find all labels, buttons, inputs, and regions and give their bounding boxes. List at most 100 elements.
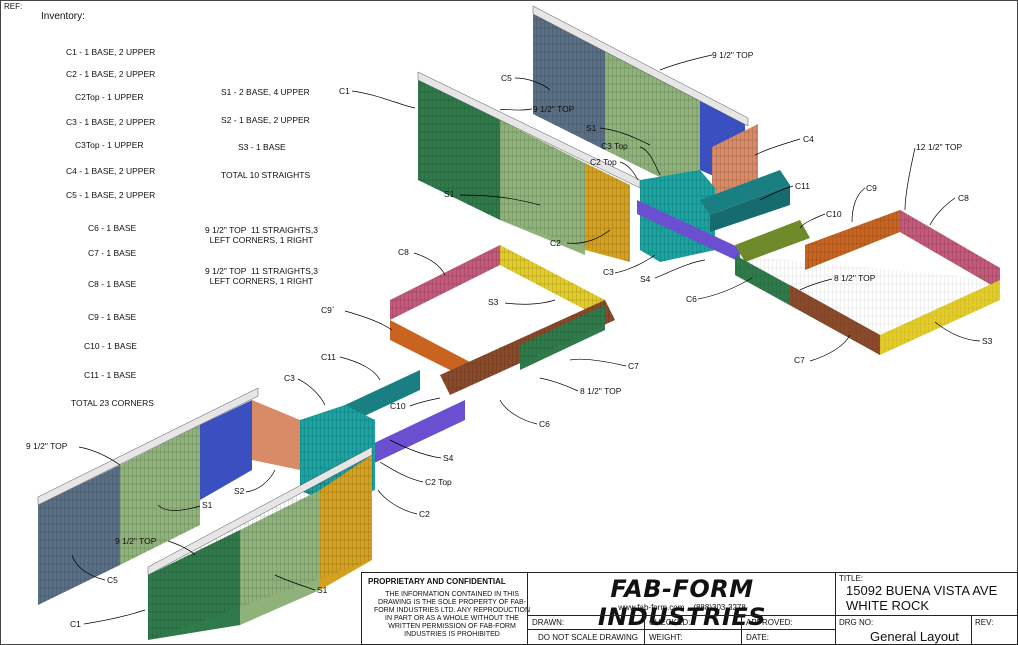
callout-c6-mid: C6: [539, 419, 550, 429]
weight-cell: WEIGHT:: [644, 629, 742, 645]
wall-section-c1-lower: [147, 446, 373, 640]
inventory-title: Inventory:: [41, 11, 85, 22]
callout-c3-mid: C3: [284, 373, 295, 383]
callout-c4: C4: [803, 134, 814, 144]
callout-top-8-mid: 8 1/2" TOP: [580, 386, 622, 396]
callout-c1: C1: [339, 86, 350, 96]
callout-c11: C11: [795, 181, 810, 191]
inventory-corners-total: TOTAL 23 CORNERS: [71, 398, 154, 408]
scale-cell: DO NOT SCALE DRAWING: [527, 629, 645, 645]
ref-label: REF:: [4, 2, 23, 11]
callout-s1-lower-b: S1: [317, 585, 328, 595]
callout-c3-top: C3 Top: [601, 141, 628, 151]
inventory-corner: C3 - 1 BASE, 2 UPPER: [66, 117, 156, 127]
checked-cell: CHECKED:: [644, 615, 742, 630]
inventory-note: 9 1/2" TOP 11 STRAIGHTS,3 LEFT CORNERS, …: [205, 225, 318, 245]
callout-c11-mid: C11: [321, 352, 336, 362]
inventory-note: 9 1/2" TOP 11 STRAIGHTS,3 LEFT CORNERS, …: [205, 266, 318, 286]
weight-label: WEIGHT:: [649, 633, 683, 642]
inventory-corner: C7 - 1 BASE: [88, 248, 137, 258]
callout-c10: C10: [826, 209, 842, 219]
checked-label: CHECKED:: [649, 618, 691, 627]
callout-s4: S4: [640, 274, 651, 284]
inventory-corner: C3Top - 1 UPPER: [75, 140, 144, 150]
proprietary-box: PROPRIETARY AND CONFIDENTIAL THE INFORMA…: [361, 572, 530, 645]
wall-section-c8: [805, 210, 1000, 290]
callout-s1-upper: S1: [586, 123, 597, 133]
wall-section-s4-lower: [370, 400, 465, 465]
approved-label: APPROVED:: [746, 618, 793, 627]
callout-c2-top-lower: C2 Top: [425, 477, 452, 487]
callout-c5: C5: [501, 73, 512, 83]
inventory-corner: C6 - 1 BASE: [88, 223, 137, 233]
drawn-label: DRAWN:: [532, 618, 565, 627]
callout-s1-left: S1: [444, 189, 455, 199]
wall-section-c11-mid: [345, 370, 420, 425]
callout-c2: C2: [550, 238, 561, 248]
rev-cell: REV:: [971, 615, 1018, 645]
callout-s3-right: S3: [982, 336, 993, 346]
callout-top-9-lower: 9 1/2" TOP: [26, 441, 68, 451]
wall-section-s4: [637, 200, 740, 262]
inventory-straights-total: TOTAL 10 STRAIGHTS: [221, 170, 311, 180]
drg-cell: DRG NO: General Layout: [835, 615, 972, 645]
wall-section-c10: [735, 220, 810, 262]
drg-value: General Layout: [870, 629, 959, 644]
rev-label: REV:: [975, 618, 994, 627]
callout-c2-lower: C2: [419, 509, 430, 519]
inventory-corner: C9 - 1 BASE: [88, 312, 137, 322]
callout-c8-mid: C8: [398, 247, 409, 257]
date-cell: DATE:: [741, 629, 836, 645]
wall-section-c8-mid: [390, 245, 605, 380]
title-line-2: WHITE ROCK: [846, 598, 930, 613]
callout-c5-lower: C5: [107, 575, 118, 585]
wall-section-c1: [417, 71, 641, 262]
callout-c1-top: 9 1/2" TOP: [533, 104, 575, 114]
callout-c7-mid: C7: [628, 361, 639, 371]
company-box: FAB-FORM INDUSTRIES www.fab-form.com (88…: [527, 572, 836, 631]
do-not-scale-note: DO NOT SCALE DRAWING: [538, 633, 639, 642]
callout-c2-top: C2 Top: [590, 157, 617, 167]
inventory-straight: S1 - 2 BASE, 4 UPPER: [221, 87, 310, 97]
wall-section-c7-mid: [440, 300, 615, 395]
callout-c8: C8: [958, 193, 969, 203]
wall-section-c11: [700, 170, 790, 232]
callout-s4-lower: S4: [443, 453, 454, 463]
inventory-corner: C2 - 1 BASE, 2 UPPER: [66, 69, 156, 79]
callout-c9: C9: [866, 183, 877, 193]
wall-section-c6: [735, 255, 1000, 355]
company-phone: (888)303-3278: [693, 603, 746, 612]
leader-lines: [71, 54, 981, 625]
callout-c9-mid: C9`: [321, 305, 335, 315]
callout-c1-lower: C1: [70, 619, 81, 629]
inventory-corner: C5 - 1 BASE, 2 UPPER: [66, 190, 156, 200]
inventory-corner: C10 - 1 BASE: [84, 341, 137, 351]
title-cell: TITLE: 15092 BUENA VISTA AVE WHITE ROCK: [835, 572, 1018, 616]
inventory-corner: C4 - 1 BASE, 2 UPPER: [66, 166, 156, 176]
callout-s3-mid: S3: [488, 297, 499, 307]
proprietary-text: THE INFORMATION CONTAINED IN THIS DRAWIN…: [373, 591, 531, 638]
title-line-1: 15092 BUENA VISTA AVE: [846, 583, 998, 598]
callout-top-9-lower-b: 9 1/2" TOP: [115, 536, 157, 546]
company-contact: www.fab-form.com (888)303-3278: [528, 603, 836, 612]
approved-cell: APPROVED:: [741, 615, 836, 630]
callout-top-c5: 9 1/2" TOP: [712, 50, 754, 60]
callout-s1-lower-a: S1: [202, 500, 213, 510]
callout-c6: C6: [686, 294, 697, 304]
callout-top-8-right: 8 1/2" TOP: [834, 273, 876, 283]
callout-top-12: 12 1/2" TOP: [916, 142, 963, 152]
title-block: PROPRIETARY AND CONFIDENTIAL THE INFORMA…: [361, 572, 1018, 645]
drawn-cell: DRAWN:: [527, 615, 645, 630]
callout-c10-mid: C10: [390, 401, 406, 411]
company-website: www.fab-form.com: [618, 603, 685, 612]
proprietary-title: PROPRIETARY AND CONFIDENTIAL: [368, 577, 506, 586]
wall-section-c5-lower: [37, 387, 300, 605]
inventory-straight: S3 - 1 BASE: [238, 142, 286, 152]
company-name: FAB-FORM INDUSTRIES: [597, 575, 767, 631]
inventory-corner: C1 - 1 BASE, 2 UPPER: [66, 47, 156, 57]
inventory-corner: C2Top - 1 UPPER: [75, 92, 144, 102]
inventory-straight: S2 - 1 BASE, 2 UPPER: [221, 115, 310, 125]
callout-c7: C7: [794, 355, 805, 365]
inventory-corner: C11 - 1 BASE: [84, 370, 137, 380]
